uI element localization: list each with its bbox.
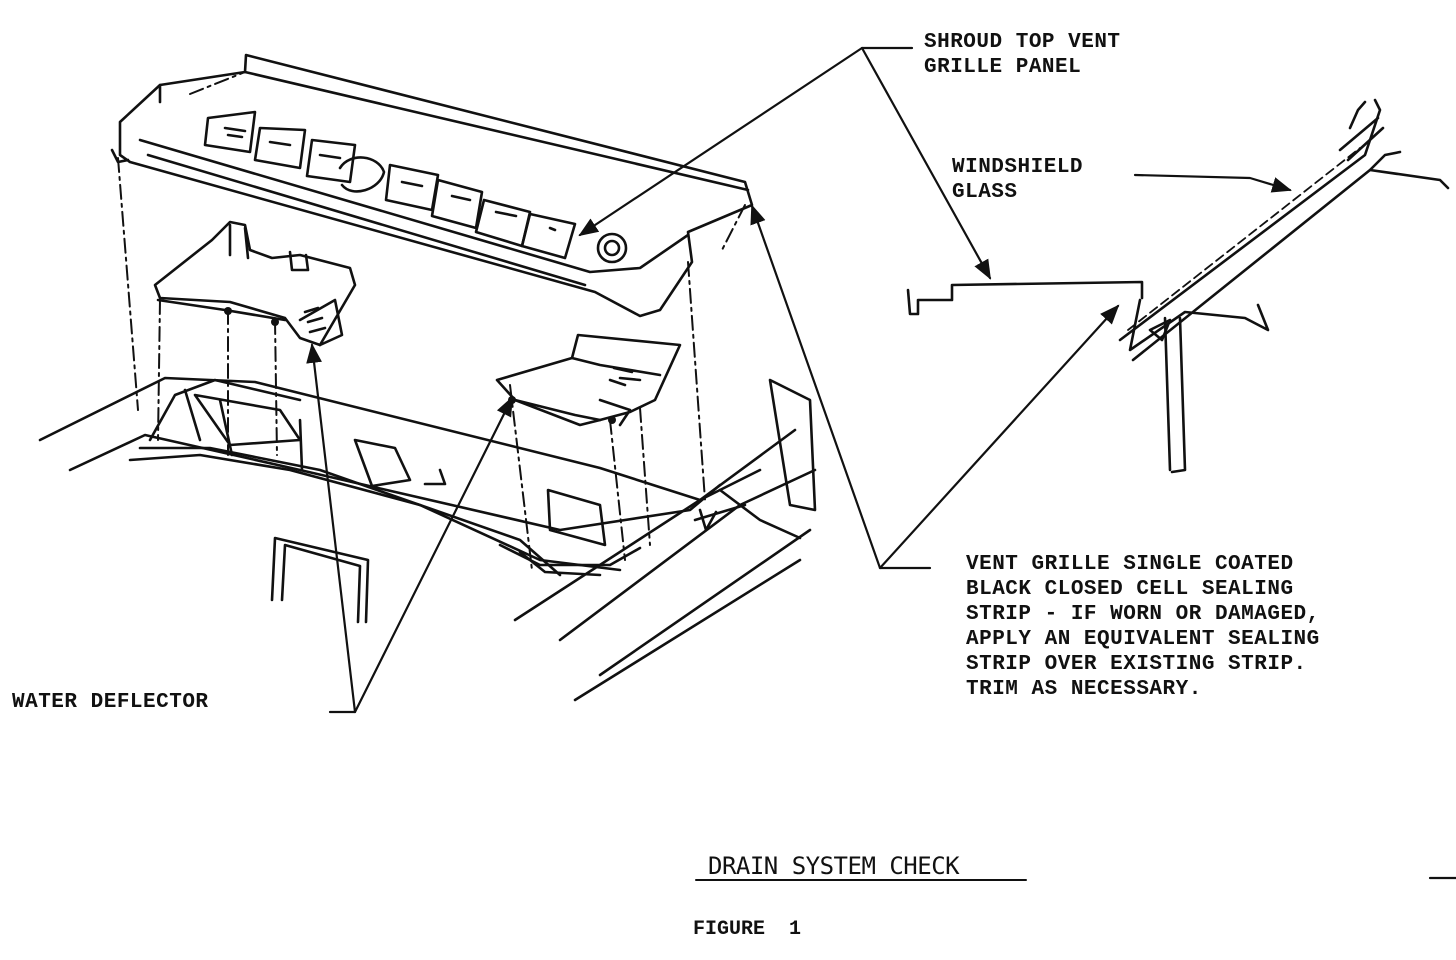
water-deflector-left [153,220,357,347]
fastener-dots [224,307,616,424]
label-line: VENT GRILLE SINGLE COATED [966,553,1294,576]
label-line: SHROUD TOP VENT [924,31,1121,54]
figure-number: 1 [789,918,802,941]
fender-panel [513,378,817,702]
label-water-deflector: WATER DEFLECTOR [12,691,209,714]
windshield-glass-centerline [1127,147,1361,331]
label-line: GRILLE PANEL [924,56,1082,79]
shroud-top-vent-grille-panel [110,53,754,318]
water-deflector-right [495,333,682,427]
label-line: APPLY AN EQUIVALENT SEALING [966,628,1320,651]
leader-lines [306,46,1456,880]
vehicle-cowl-body [38,376,762,577]
figure-title: DRAIN SYSTEM CHECK [708,852,960,880]
bracket-inner [280,543,362,624]
label-line: TRIM AS NECESSARY. [966,678,1202,701]
bracket [270,536,370,624]
alignment-lines [117,71,746,571]
label-line: BLACK CLOSED CELL SEALING [966,578,1294,601]
windshield-section-detail [906,98,1450,474]
label-line: WINDSHIELD [952,156,1084,179]
figure-word: FIGURE [693,918,766,941]
figure-caption: FIGURE 1 [693,918,801,941]
label-line: GLASS [952,181,1018,204]
label-line: STRIP - IF WORN OR DAMAGED, [966,603,1320,626]
label-line: STRIP OVER EXISTING STRIP. [966,653,1307,676]
